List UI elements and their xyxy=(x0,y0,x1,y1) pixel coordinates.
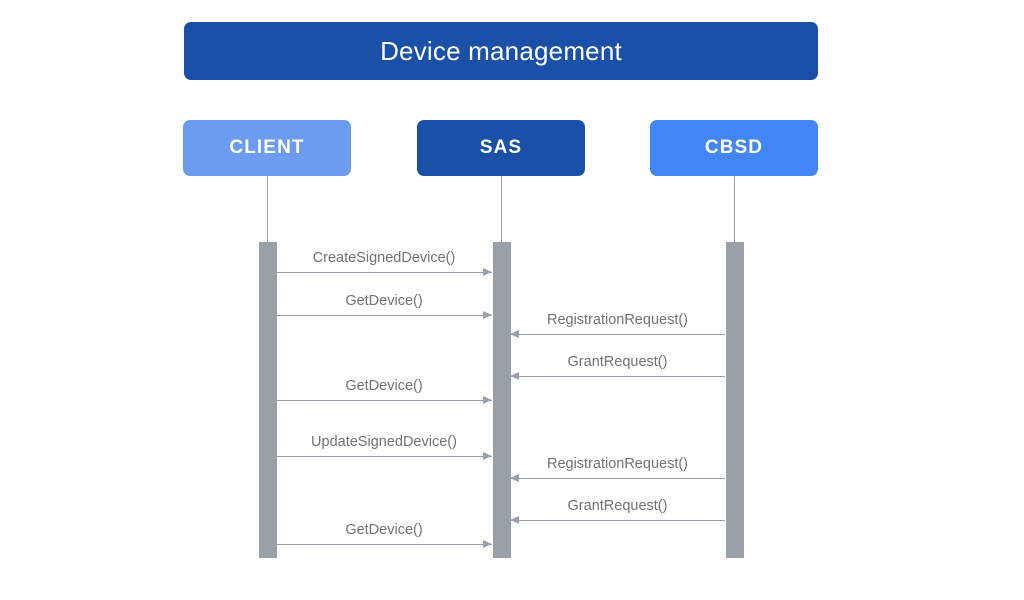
message-line xyxy=(510,334,725,335)
lifeline-client xyxy=(267,176,268,243)
arrowhead-right-icon xyxy=(483,452,492,460)
arrowhead-right-icon xyxy=(483,311,492,319)
arrowhead-left-icon xyxy=(510,330,519,338)
message-line xyxy=(276,272,492,273)
participant-box-sas[interactable]: SAS xyxy=(417,120,585,176)
message-label: RegistrationRequest() xyxy=(546,456,689,472)
diagram-title: Device management xyxy=(380,35,622,66)
lifeline-sas xyxy=(501,176,502,243)
arrowhead-left-icon xyxy=(510,516,519,524)
activation-bar-cbsd xyxy=(726,242,744,558)
message-line xyxy=(276,400,492,401)
participant-label-sas: SAS xyxy=(479,137,523,158)
participant-label-client: CLIENT xyxy=(229,137,305,158)
message-label: GrantRequest() xyxy=(567,498,668,514)
message-line xyxy=(510,376,725,377)
arrowhead-left-icon xyxy=(510,474,519,482)
message-line xyxy=(276,456,492,457)
message-line xyxy=(510,478,725,479)
arrowhead-right-icon xyxy=(483,396,492,404)
diagram-title-bar: Device management xyxy=(184,22,818,80)
message-label: RegistrationRequest() xyxy=(546,312,689,328)
message-label: GetDevice() xyxy=(345,378,423,394)
message-label: UpdateSignedDevice() xyxy=(311,434,457,450)
activation-bar-client xyxy=(259,242,277,558)
message-line xyxy=(510,520,725,521)
message-line xyxy=(276,315,492,316)
activation-bar-sas xyxy=(493,242,511,558)
participant-box-cbsd[interactable]: CBSD xyxy=(650,120,818,176)
arrowhead-right-icon xyxy=(483,268,492,276)
arrowhead-left-icon xyxy=(510,372,519,380)
message-label: CreateSignedDevice() xyxy=(312,250,456,266)
participant-box-client[interactable]: CLIENT xyxy=(183,120,351,176)
message-label: GetDevice() xyxy=(345,522,423,538)
lifeline-cbsd xyxy=(734,176,735,243)
arrowhead-right-icon xyxy=(483,540,492,548)
message-line xyxy=(276,544,492,545)
participant-label-cbsd: CBSD xyxy=(704,137,764,158)
message-label: GetDevice() xyxy=(345,293,423,309)
message-label: GrantRequest() xyxy=(567,354,668,370)
